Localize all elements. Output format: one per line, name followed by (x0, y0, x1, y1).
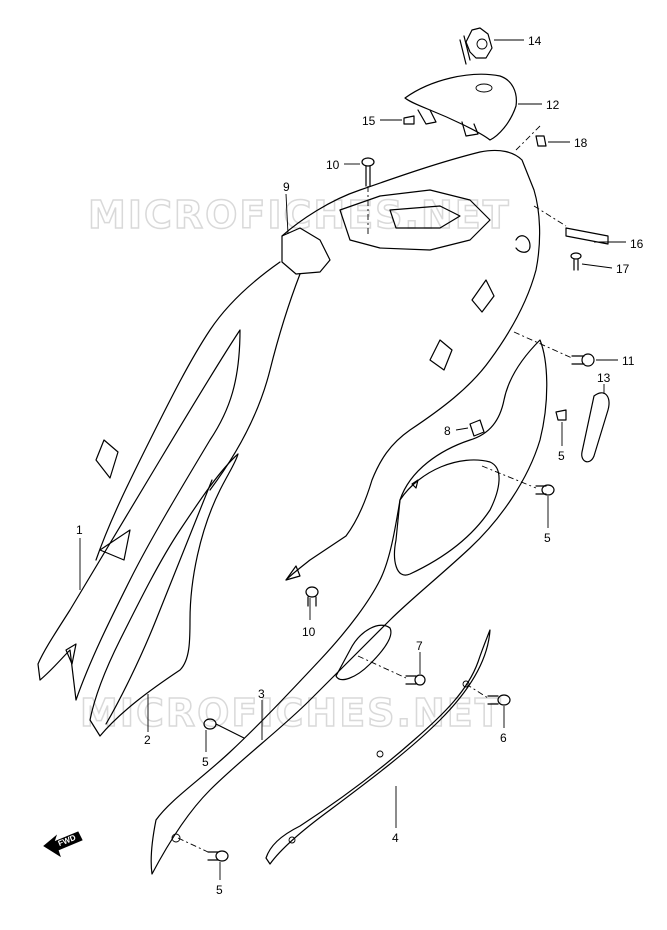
part-tail-frame (95, 149, 541, 581)
part-clip-18 (535, 135, 547, 147)
part-bolt-7 (405, 674, 426, 686)
callout-15: 15 (362, 114, 376, 128)
callout-3: 3 (258, 687, 265, 701)
callout-8: 8 (444, 424, 451, 438)
part-screw-17 (570, 252, 582, 271)
callout-13: 13 (597, 371, 611, 385)
alignment-line-bolt-6 (465, 683, 489, 699)
callout-14: 14 (528, 34, 542, 48)
part-bolt-5c (203, 718, 245, 739)
callout-10-lower: 10 (302, 625, 316, 639)
watermark-top: MICROFICHES.NET (88, 193, 511, 237)
alignment-line-cowl-cap (515, 125, 541, 151)
callout-4: 4 (392, 831, 399, 845)
part-key-lock (459, 27, 493, 65)
part-seat-cowl-cap (404, 73, 517, 141)
forward-arrow-icon: FWD (43, 831, 83, 858)
callout-1: 1 (76, 523, 83, 537)
part-bolt-6 (487, 694, 511, 706)
callout-11: 11 (622, 354, 635, 368)
part-clip-15 (403, 115, 415, 125)
part-bolt-5d (207, 850, 229, 862)
part-bolt-10-lower (305, 586, 319, 607)
alignment-line-plate (533, 205, 567, 227)
callout-5-bottom: 5 (216, 883, 223, 897)
alignment-line-bolt-5d (177, 837, 209, 853)
part-clip-8 (469, 419, 485, 437)
callout-2: 2 (144, 733, 151, 747)
leader-lines (79, 39, 626, 880)
callout-5-left: 5 (202, 755, 209, 769)
part-side-cowl-3 (150, 339, 548, 875)
part-bolt-11 (571, 353, 595, 367)
part-plate-16 (565, 227, 609, 245)
callout-12: 12 (546, 98, 560, 112)
callout-10-top: 10 (326, 158, 340, 172)
part-side-rail-1 (37, 329, 241, 701)
part-bolt-10-top (361, 157, 375, 187)
part-bolt-5b (535, 484, 555, 496)
callout-18: 18 (574, 136, 588, 150)
callout-16: 16 (630, 237, 644, 251)
part-lower-cowl-4 (265, 629, 491, 865)
callout-17: 17 (616, 262, 630, 276)
callout-9: 9 (283, 180, 290, 194)
part-emblem-13 (581, 392, 610, 463)
callout-6: 6 (500, 731, 507, 745)
part-clip-5a (555, 409, 567, 421)
alignment-line-bolt-7 (357, 655, 407, 679)
alignment-line-bolt-5b (481, 465, 537, 489)
callout-5-right: 5 (544, 531, 551, 545)
part-inner-panel-2 (89, 453, 239, 737)
watermark-bottom: MICROFICHES.NET (80, 691, 503, 735)
callout-7: 7 (416, 639, 423, 653)
callout-5-emblem: 5 (558, 449, 565, 463)
alignment-line-bolt-11 (513, 331, 573, 359)
